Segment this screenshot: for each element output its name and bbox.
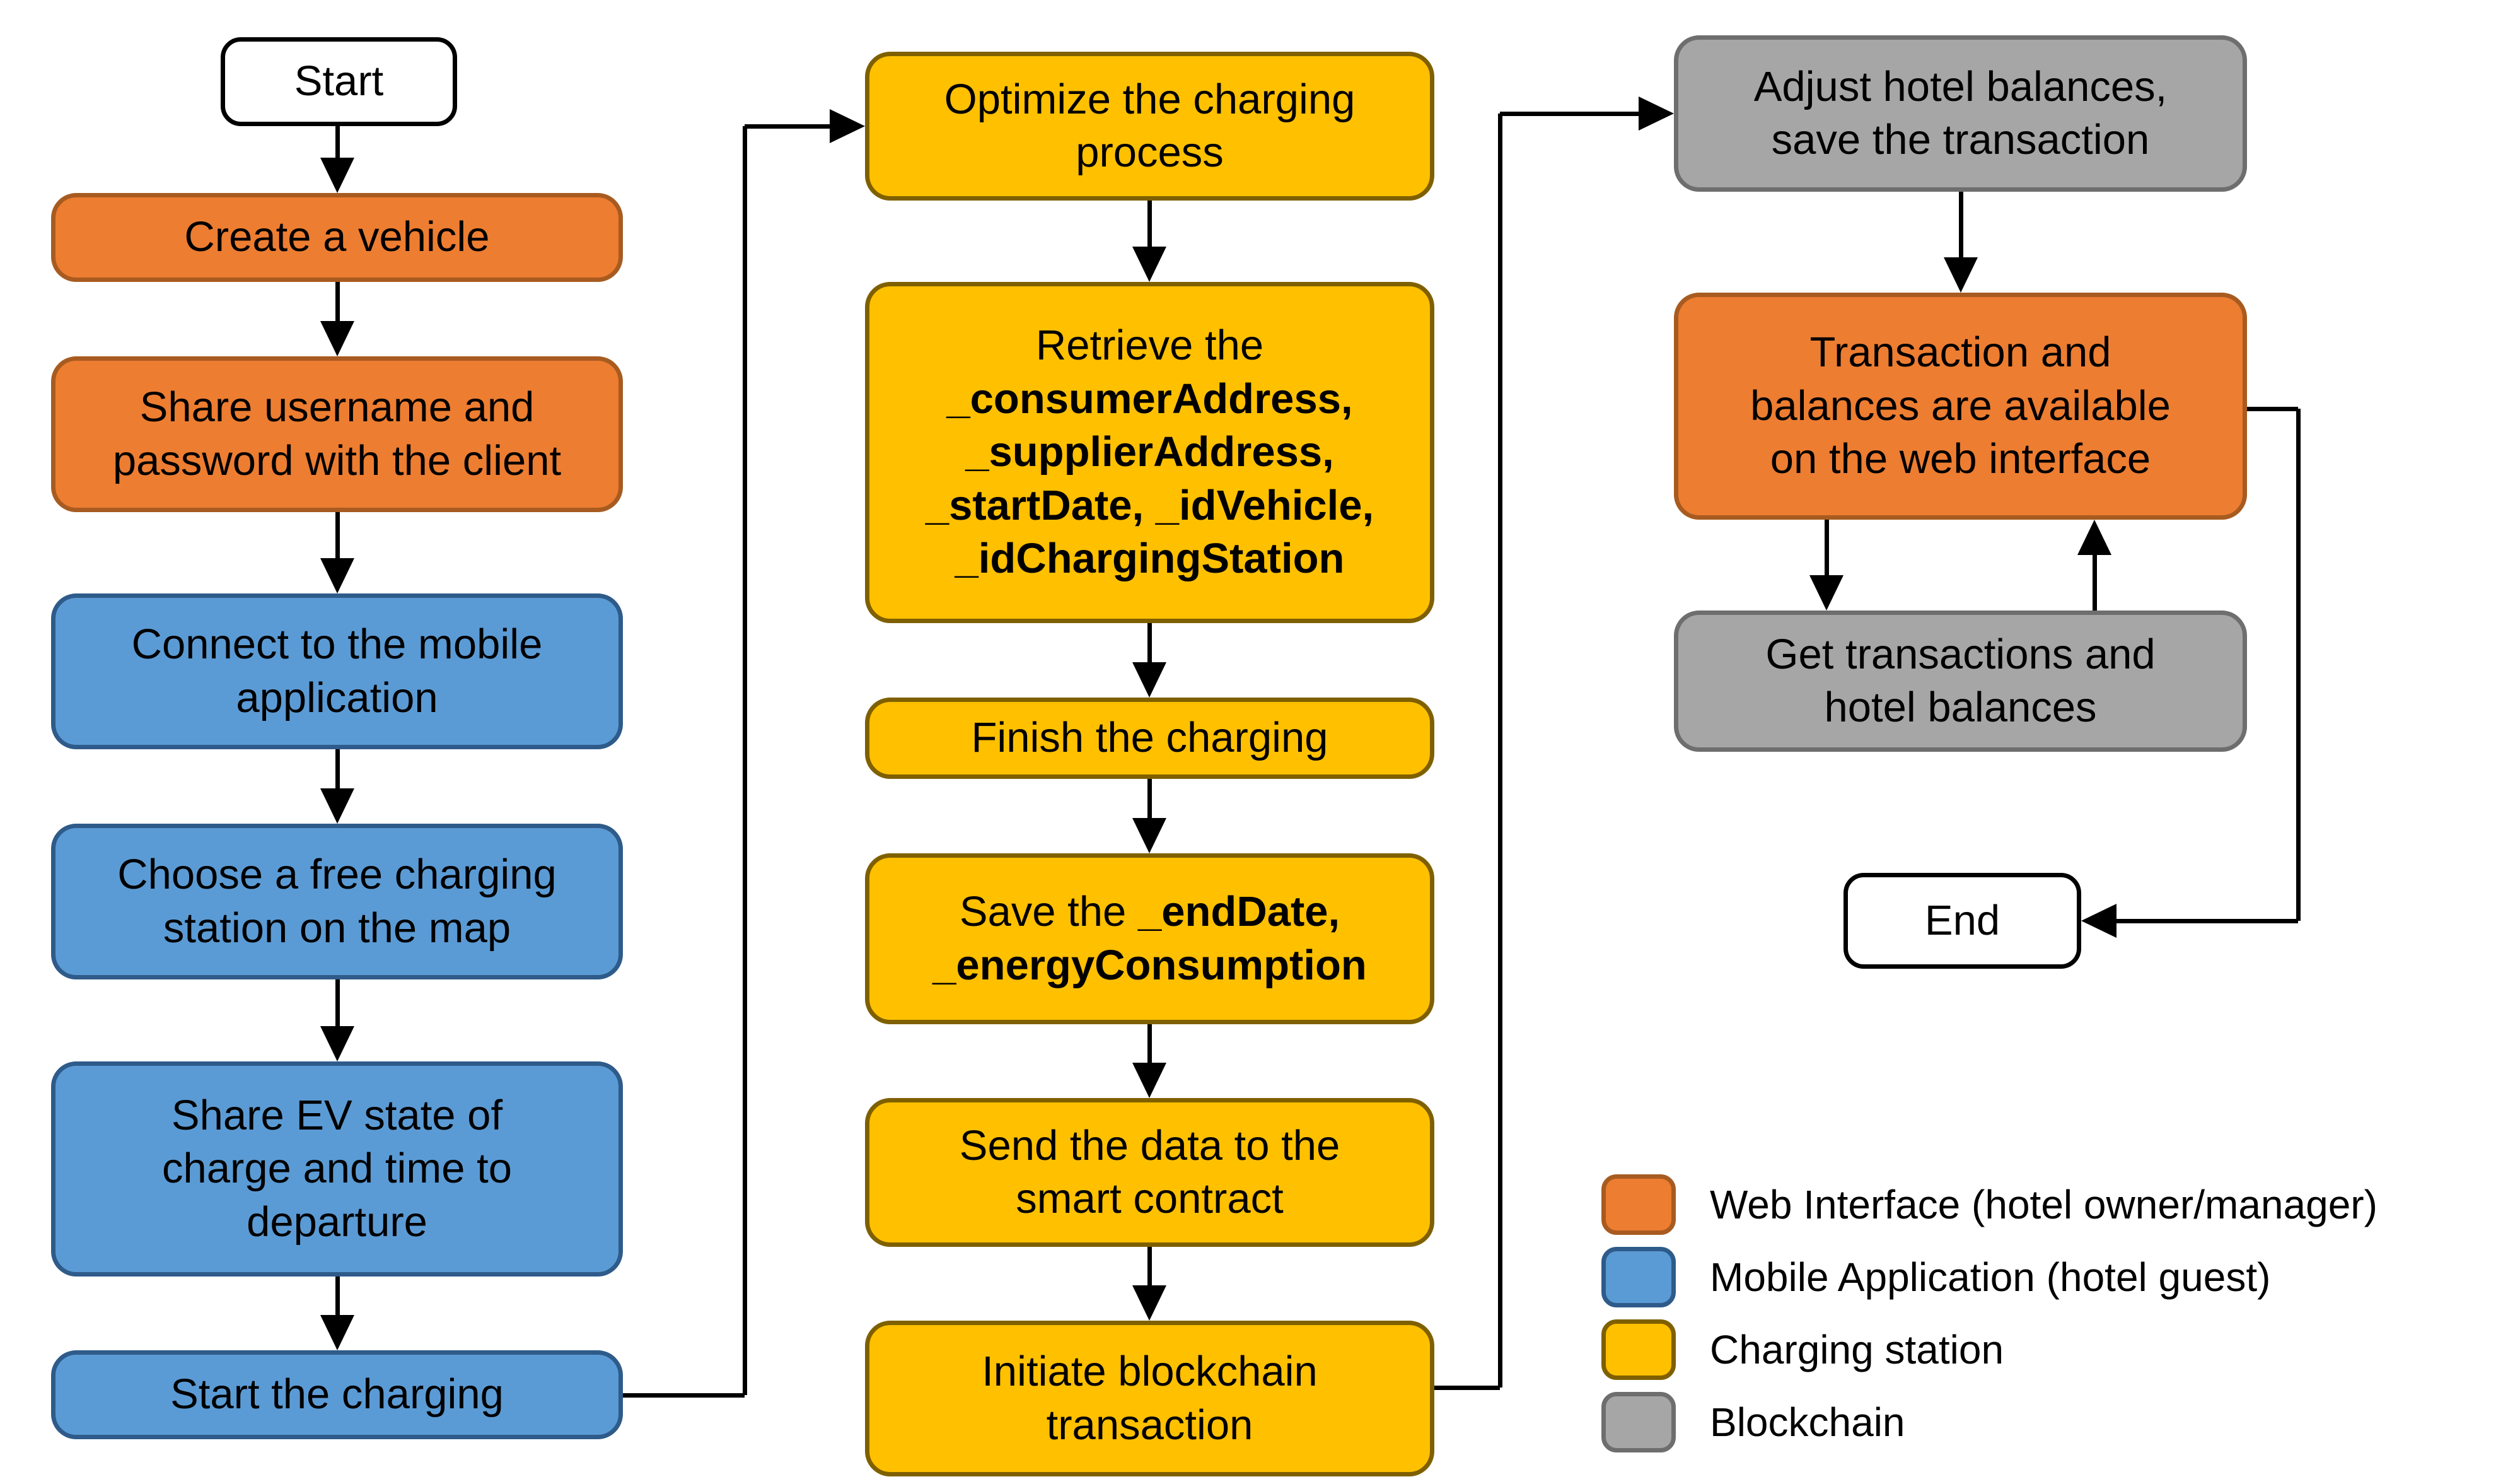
arrow-save-end-date->send-data-arrowhead (1132, 1063, 1166, 1098)
arrow-finish->save-end-date (1147, 779, 1152, 822)
legend-label-gray: Blockchain (1710, 1399, 1905, 1445)
arrow-get-transactions->transaction-available (2092, 551, 2097, 611)
arrow-transaction-available->end-arrowhead (2081, 904, 2116, 938)
node-choose-station: Choose a free charging station on the map (51, 824, 623, 979)
arrow-start->create-vehicle-arrowhead (320, 158, 354, 193)
arrow-create-vehicle->share-credentials-arrowhead (320, 321, 354, 356)
node-adjust: Adjust hotel balances, save the transacti… (1674, 35, 2247, 192)
arrow-start-charging->optimize-arrowhead (830, 109, 865, 143)
node-label-line: Retrieve the (1035, 322, 1264, 370)
node-label-line: Adjust hotel balances, (1753, 62, 2168, 110)
node-label-line: station on the map (163, 904, 511, 952)
node-label-line: _startDate, _idVehicle, (925, 481, 1374, 529)
legend-swatch-blue (1601, 1247, 1676, 1307)
node-label-line: on the web interface (1770, 435, 2151, 483)
node-label-line: process (1076, 129, 1224, 176)
node-label-line: Share username and (139, 383, 535, 431)
arrow-connect-mobile->choose-station (335, 749, 340, 792)
node-label-line: charge and time to (162, 1145, 512, 1193)
node-create-vehicle: Create a vehicle (51, 193, 623, 282)
node-label-line: Create a vehicle (184, 213, 490, 261)
node-label-line: password with the client (112, 436, 562, 484)
arrow-initiate->adjust (1497, 114, 1502, 1388)
arrow-adjust->transaction-available (1958, 192, 1963, 261)
arrow-start-charging->optimize (742, 126, 747, 1395)
arrow-connect-mobile->choose-station-arrowhead (320, 788, 354, 824)
arrow-adjust->transaction-available-arrowhead (1944, 257, 1978, 293)
arrow-retrieve->finish-arrowhead (1132, 662, 1166, 698)
node-get-transactions: Get transactions and hotel balances (1674, 611, 2247, 752)
node-label-line: _energyConsumption (932, 941, 1367, 989)
arrow-initiate->adjust-arrowhead (1639, 96, 1674, 131)
node-finish: Finish the charging (865, 698, 1434, 779)
node-label-line: departure (247, 1198, 427, 1246)
legend-swatch-orange (1601, 1174, 1676, 1235)
node-label-line: transaction (1046, 1401, 1253, 1449)
arrow-optimize->retrieve-arrowhead (1132, 247, 1166, 282)
arrow-initiate->adjust (1500, 111, 1642, 116)
node-connect-mobile: Connect to the mobile application (51, 593, 623, 749)
node-optimize: Optimize the charging process (865, 52, 1434, 201)
node-send-data: Send the data to the smart contract (865, 1098, 1434, 1247)
arrow-choose-station->share-ev-state (335, 979, 340, 1030)
node-start-charging: Start the charging (51, 1350, 623, 1439)
arrow-create-vehicle->share-credentials (335, 282, 340, 325)
arrow-get-transactions->transaction-available-arrowhead (2077, 520, 2111, 555)
arrow-start-charging->optimize (745, 124, 833, 129)
node-label-line: _idChargingStation (955, 535, 1345, 583)
arrow-optimize->retrieve (1147, 201, 1152, 250)
node-label-line: Send the data to the (959, 1121, 1340, 1169)
legend-label-yellow: Charging station (1710, 1327, 2004, 1372)
node-label-line: Initiate blockchain (982, 1348, 1318, 1396)
arrow-start->create-vehicle (335, 126, 340, 161)
node-label-line: Finish the charging (971, 714, 1328, 762)
arrow-start-charging->optimize (623, 1393, 745, 1398)
node-label-line: Transaction and (1809, 329, 2111, 377)
legend-swatch-yellow (1601, 1319, 1676, 1380)
node-label-line: save the transaction (1771, 116, 2150, 163)
node-label-line: Choose a free charging (117, 851, 557, 899)
node-share-credentials: Share username and password with the clie… (51, 356, 623, 512)
node-share-ev-state: Share EV state of charge and time to depar… (51, 1061, 623, 1277)
node-label-line: _consumerAddress, (946, 375, 1353, 423)
node-label-line: Get transactions and (1765, 630, 2156, 678)
arrow-finish->save-end-date-arrowhead (1132, 818, 1166, 853)
arrow-retrieve->finish (1147, 623, 1152, 666)
node-start: Start (221, 37, 457, 126)
node-save-end-date: Save the _endDate, _energyConsumption (865, 853, 1434, 1024)
arrow-share-credentials->connect-mobile-arrowhead (320, 558, 354, 593)
arrow-transaction-available->end (2113, 918, 2298, 923)
node-label-line: End (1924, 896, 2000, 944)
arrow-send-data->initiate-arrowhead (1132, 1285, 1166, 1321)
node-label-line: Save the _endDate, (959, 888, 1340, 936)
node-label-line: Optimize the charging (944, 75, 1356, 123)
arrow-choose-station->share-ev-state-arrowhead (320, 1026, 354, 1061)
node-transaction-available: Transaction and balances are available on … (1674, 293, 2247, 520)
node-label-line: smart contract (1016, 1175, 1284, 1222)
node-label-line: balances are available (1750, 382, 2171, 429)
node-label-line: Share EV state of (171, 1091, 503, 1139)
node-label-line: application (236, 674, 438, 722)
node-label-line: Connect to the mobile (131, 621, 543, 669)
arrow-transaction-available->get-transactions-arrowhead (1809, 575, 1844, 611)
node-label-line: Start (294, 57, 384, 105)
node-label-line: _supplierAddress, (965, 428, 1334, 476)
arrow-share-credentials->connect-mobile (335, 512, 340, 562)
arrow-share-ev-state->start-charging-arrowhead (320, 1315, 354, 1350)
arrow-initiate->adjust (1434, 1385, 1500, 1390)
legend-label-blue: Mobile Application (hotel guest) (1710, 1254, 2271, 1300)
arrow-save-end-date->send-data (1147, 1024, 1152, 1066)
arrow-transaction-available->get-transactions (1824, 520, 1829, 579)
node-end: End (1844, 873, 2081, 969)
legend-label-orange: Web Interface (hotel owner/manager) (1710, 1182, 2378, 1227)
arrow-transaction-available->end (2247, 406, 2298, 411)
arrow-share-ev-state->start-charging (335, 1277, 340, 1319)
node-retrieve: Retrieve the _consumerAddress, _supplierAd… (865, 282, 1434, 623)
legend-swatch-gray (1601, 1392, 1676, 1452)
arrow-transaction-available->end (2296, 409, 2301, 921)
node-label-line: hotel balances (1824, 684, 2097, 731)
node-initiate: Initiate blockchain transaction (865, 1321, 1434, 1476)
node-label-line: Start the charging (170, 1370, 504, 1418)
arrow-send-data->initiate (1147, 1247, 1152, 1289)
